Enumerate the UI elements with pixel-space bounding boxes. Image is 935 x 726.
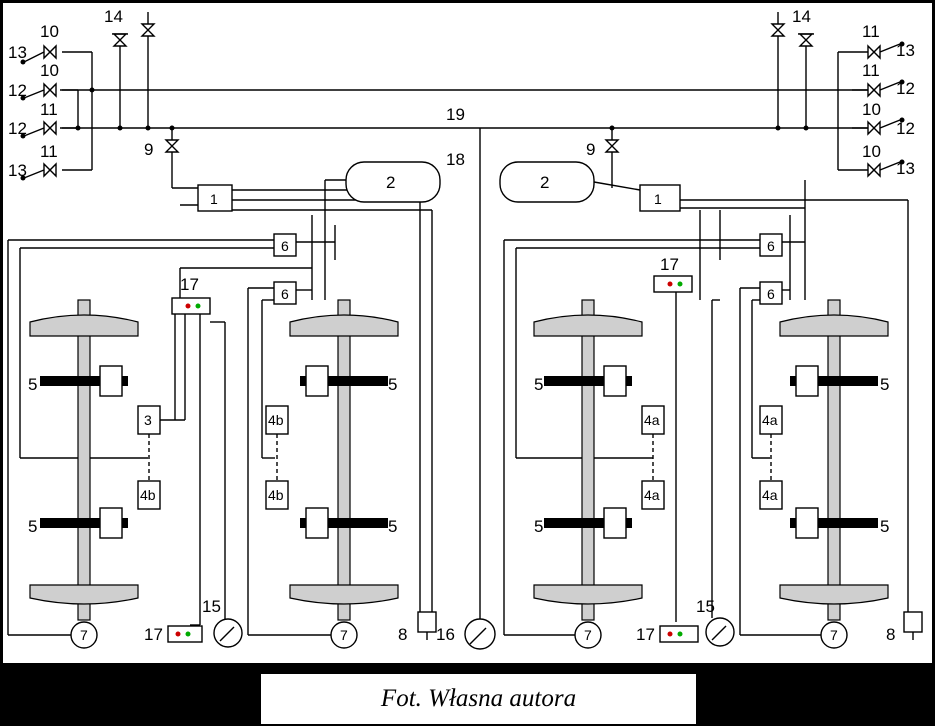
pressure-gauge-16 (464, 618, 496, 650)
label-17c: 17 (144, 625, 163, 644)
label-12c: 12 (896, 79, 915, 98)
label-11d: 11 (862, 61, 880, 80)
label-4b-2: 4b (268, 412, 284, 428)
label-4b-3: 4b (268, 487, 284, 503)
label-5e: 5 (534, 375, 543, 394)
component-labels: 10 10 11 11 13 12 12 13 14 14 11 11 10 1… (8, 7, 915, 644)
label-10: 10 (40, 22, 59, 41)
label-17: 17 (180, 275, 199, 294)
right-control-unit (499, 125, 923, 647)
braking-system-diagram: 10 10 11 11 13 12 12 13 14 14 11 11 10 1… (3, 3, 932, 663)
wheelsets (29, 299, 889, 649)
label-10b: 10 (40, 61, 59, 80)
label-5h: 5 (880, 517, 889, 536)
label-5g: 5 (880, 375, 889, 394)
label-4a: 4a (644, 412, 660, 428)
label-5c: 5 (388, 375, 397, 394)
label-14b: 14 (792, 7, 811, 26)
main-brake-pipe (60, 89, 870, 622)
label-5b: 5 (28, 517, 37, 536)
label-4a-4: 4a (762, 487, 778, 503)
label-15b: 15 (696, 597, 715, 616)
label-9: 9 (144, 140, 153, 159)
label-1b: 1 (654, 191, 662, 207)
label-19: 19 (446, 105, 465, 124)
label-18: 18 (446, 150, 465, 169)
label-6: 6 (281, 238, 289, 254)
label-2b: 2 (540, 173, 549, 192)
label-17d: 17 (636, 625, 655, 644)
label-2: 2 (386, 173, 395, 192)
label-8: 8 (398, 625, 407, 644)
left-coupling-valves (20, 12, 155, 181)
label-5f: 5 (534, 517, 543, 536)
label-17b: 17 (660, 255, 679, 274)
label-14: 14 (104, 7, 123, 26)
label-7b: 7 (340, 627, 348, 643)
label-11b: 11 (40, 142, 58, 161)
label-13: 13 (8, 43, 27, 62)
label-3: 3 (144, 412, 152, 428)
label-13b: 13 (8, 161, 27, 180)
label-9b: 9 (586, 140, 595, 159)
label-12d: 12 (896, 119, 915, 138)
label-12: 12 (8, 81, 27, 100)
label-10d: 10 (862, 142, 881, 161)
label-7: 7 (80, 627, 88, 643)
label-7d: 7 (830, 627, 838, 643)
caption: Fot. Własna autora (380, 685, 577, 712)
label-4a-3: 4a (762, 412, 778, 428)
label-5d: 5 (388, 517, 397, 536)
label-16: 16 (436, 625, 455, 644)
label-6b: 6 (281, 286, 289, 302)
label-10c: 10 (862, 100, 881, 119)
label-6c: 6 (767, 238, 775, 254)
label-13d: 13 (896, 159, 915, 178)
label-12b: 12 (8, 119, 27, 138)
label-7c: 7 (584, 627, 592, 643)
label-13c: 13 (896, 41, 915, 60)
label-4b: 4b (140, 487, 156, 503)
label-6d: 6 (767, 286, 775, 302)
label-15: 15 (202, 597, 221, 616)
right-coupling-valves (771, 12, 905, 177)
label-1: 1 (210, 191, 218, 207)
caption-box: Fot. Własna autora (261, 674, 696, 724)
left-control-unit (7, 125, 441, 648)
label-11: 11 (40, 100, 58, 119)
label-11c: 11 (862, 22, 880, 41)
label-8b: 8 (886, 625, 895, 644)
label-4a-2: 4a (644, 487, 660, 503)
label-5: 5 (28, 375, 37, 394)
